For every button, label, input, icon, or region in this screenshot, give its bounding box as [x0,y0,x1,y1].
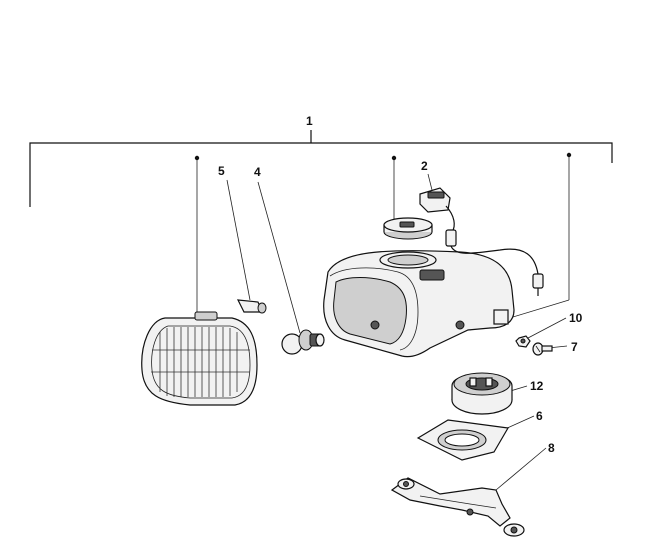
label-part-8: 8 [548,441,555,455]
housing-cap [383,217,433,240]
label-part-1: 1 [306,114,313,128]
sealing-ring [451,372,513,415]
switch-with-wiring [419,187,544,296]
label-part-5: 5 [218,164,225,178]
label-part-4: 4 [254,165,261,179]
mounting-bracket [390,477,525,537]
label-part-7: 7 [571,340,578,354]
gasket-plate [416,419,509,461]
label-part-10: 10 [569,311,583,325]
headlight-housing [323,250,515,358]
nut [515,335,531,348]
main-bulb [281,329,325,355]
label-part-6: 6 [536,409,543,423]
label-part-2: 2 [421,159,428,173]
screw [532,342,553,356]
assembly-bracket [29,130,613,207]
headlight-lens [141,311,258,406]
small-bulb [236,299,267,314]
label-part-12: 12 [530,379,544,393]
